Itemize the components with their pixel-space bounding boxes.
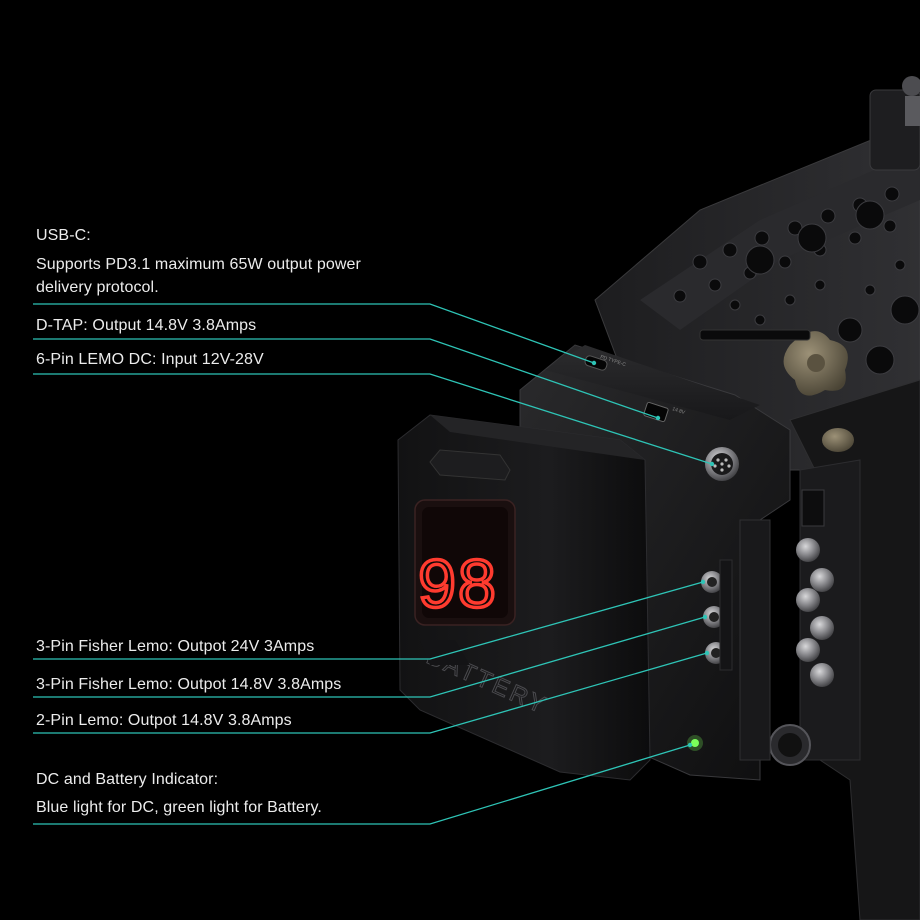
- lemo6-label: 6-Pin LEMO DC: Input 12V-28V: [36, 351, 264, 368]
- usbc-description-line1: Supports PD3.1 maximum 65W output power: [36, 256, 361, 273]
- usbc-leader: [33, 303, 595, 364]
- usbc-description-line2: delivery protocol.: [36, 279, 159, 296]
- side-connectors: [769, 489, 834, 766]
- indicator-description: Blue light for DC, green light for Batte…: [36, 799, 322, 816]
- leader-lines: [33, 303, 713, 825]
- lemo2-leader: [33, 652, 708, 734]
- lemo6-leader: [33, 373, 713, 465]
- fisher148-label: 3-Pin Fisher Lemo: Outpot 14.8V 3.8Amps: [36, 676, 342, 693]
- fisher24-label: 3-Pin Fisher Lemo: Outpot 24V 3Amps: [36, 638, 315, 655]
- indicator-title: DC and Battery Indicator:: [36, 771, 219, 788]
- fisher148-leader: [33, 616, 706, 698]
- lemo2-label: 2-Pin Lemo: Outpot 14.8V 3.8Amps: [36, 712, 292, 729]
- battery-display: 98: [418, 546, 498, 622]
- indicator-led: [691, 739, 699, 747]
- indicator-leader: [33, 744, 691, 825]
- usbc-title: USB-C:: [36, 227, 91, 244]
- battery: 98 BATTERY: [397, 414, 651, 781]
- output-connectors: [701, 571, 727, 664]
- fisher24-leader: [33, 581, 704, 660]
- dtap-label: D-TAP: Output 14.8V 3.8Amps: [36, 317, 257, 334]
- dtap-leader: [33, 338, 659, 419]
- svg-text:14.8V: 14.8V: [671, 406, 686, 416]
- thumb-knob: [783, 331, 854, 452]
